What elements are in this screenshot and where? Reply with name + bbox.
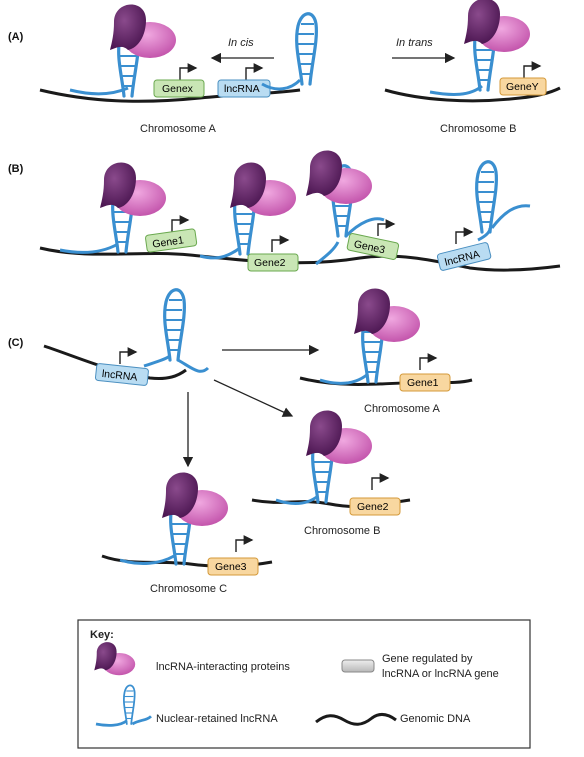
lncrna-strand	[69, 86, 129, 96]
chromosome-label: Chromosome A	[140, 123, 216, 135]
lncrna-strand	[344, 217, 385, 238]
key-box: Key: lncRNA-interacting proteins Gene re…	[77, 619, 531, 749]
lncrna-gene-label: lncRNA	[224, 83, 260, 95]
gene-label: Gene1	[407, 377, 439, 389]
lncrna-strand	[199, 246, 241, 260]
lncrna-strand	[143, 354, 171, 368]
lncrna-strand	[275, 494, 319, 505]
key-lncrna-icon	[95, 684, 152, 727]
lncrna-strand	[315, 241, 340, 266]
gene-box	[346, 233, 400, 260]
panel-a: (A) Genex lncRNA In cis In trans GeneY C…	[8, 0, 561, 135]
tss-arrow	[420, 358, 436, 370]
protein-complex	[100, 162, 166, 216]
gene-box	[399, 373, 451, 392]
tss-arrow	[236, 540, 252, 552]
lncrna-gene-box	[94, 363, 149, 386]
tss-arrow	[372, 478, 388, 490]
protein-complex	[230, 162, 296, 216]
gene-label: Gene3	[215, 561, 247, 573]
chromosome-label: Chromosome B	[440, 123, 516, 135]
protein-complex	[306, 150, 372, 204]
gene-box	[207, 557, 259, 576]
lncrna-gene-label: lncRNA	[101, 368, 138, 384]
in-trans-label: In trans	[396, 37, 433, 49]
gene-label: GeneY	[506, 81, 539, 93]
gene-label: Gene2	[357, 501, 389, 513]
tss-arrow	[378, 224, 394, 236]
gene-label: Gene1	[152, 234, 185, 250]
dna-strand	[384, 86, 561, 103]
gene-box	[153, 79, 205, 98]
gene-box	[349, 497, 401, 516]
key-dna-label: Genomic DNA	[400, 713, 471, 725]
gene-box	[247, 253, 299, 272]
tss-arrow	[120, 352, 136, 364]
tss-arrow	[246, 68, 262, 80]
lncrna-strand	[490, 204, 531, 229]
key-lncrna-label: Nuclear-retained lncRNA	[156, 713, 278, 725]
lncrna-hairpin	[295, 12, 319, 86]
key-dna-icon	[315, 712, 397, 726]
lncrna-strand	[319, 372, 369, 385]
lncrna-strand	[477, 227, 492, 242]
lncrna-strand	[261, 78, 302, 91]
panel-b-label: (B)	[8, 163, 24, 175]
key-title: Key:	[90, 629, 114, 641]
gene-box	[499, 77, 547, 96]
chromosome-label: Chromosome C	[150, 583, 227, 595]
tss-arrow	[180, 68, 196, 80]
chromosome-label: Chromosome B	[304, 525, 380, 537]
lncrna-strand	[429, 84, 483, 96]
lncrna-strand	[59, 242, 119, 254]
key-gene-label-line2: lncRNA or lncRNA gene	[382, 668, 499, 680]
lncrna-strand	[119, 554, 175, 565]
gene-box	[145, 228, 198, 253]
key-gene-icon	[341, 659, 375, 673]
dna-strand	[39, 246, 561, 272]
lncrna-strand	[177, 358, 210, 373]
chromosome-label: Chromosome A	[364, 403, 440, 415]
in-cis-label: In cis	[228, 37, 254, 49]
panel-c-label: (C)	[8, 337, 24, 349]
tss-arrow	[524, 66, 540, 78]
flow-arrow	[213, 379, 294, 417]
panel-b: (B) Gene1 Gene2 Gene3 lncRNA	[8, 150, 561, 272]
lncrna-hairpin	[163, 288, 187, 362]
key-gene-label-line1: Gene regulated by	[382, 653, 473, 665]
protein-complex	[306, 410, 372, 464]
panel-a-label: (A)	[8, 31, 24, 43]
gene-label: Genex	[162, 83, 194, 95]
lncrna-hairpin	[475, 160, 499, 234]
key-proteins-label: lncRNA-interacting proteins	[156, 661, 290, 673]
lncrna-gene-box	[436, 242, 492, 271]
tss-arrow	[272, 240, 288, 252]
panel-c: (C) lncRNA Gene1 Chromosome A Gene2 Chro…	[8, 288, 473, 595]
gene-label: Gene2	[254, 257, 286, 269]
tss-arrow	[456, 232, 472, 244]
